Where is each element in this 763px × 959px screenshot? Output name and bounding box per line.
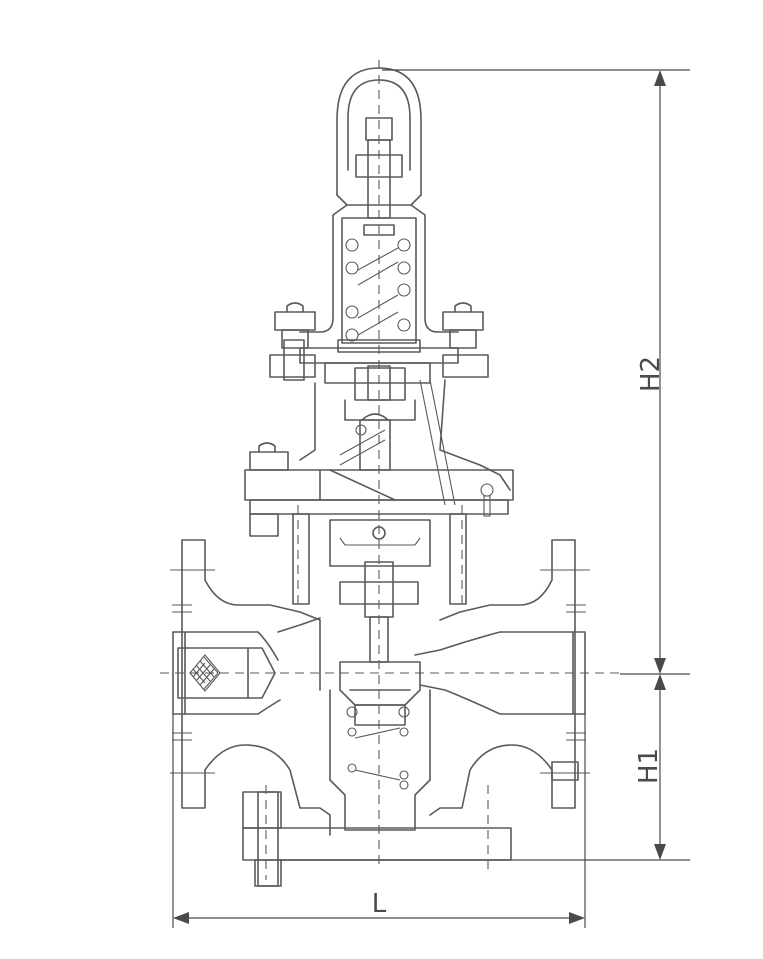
h1-label: H1: [634, 748, 664, 784]
dimension-h2: H2: [382, 69, 690, 674]
flange-ticks: [170, 569, 590, 774]
h2-label: H2: [636, 356, 666, 392]
strainer-mesh-icon: [189, 654, 221, 692]
spring-housing: [299, 204, 459, 353]
dimension-h1: H1: [280, 673, 690, 861]
center-lines: [160, 60, 620, 880]
diaphragm-flange: [244, 442, 514, 663]
middle-body: [299, 347, 511, 517]
l-label: L: [372, 889, 387, 919]
dimension-l: L: [172, 714, 586, 928]
upper-bolts: [269, 302, 489, 381]
